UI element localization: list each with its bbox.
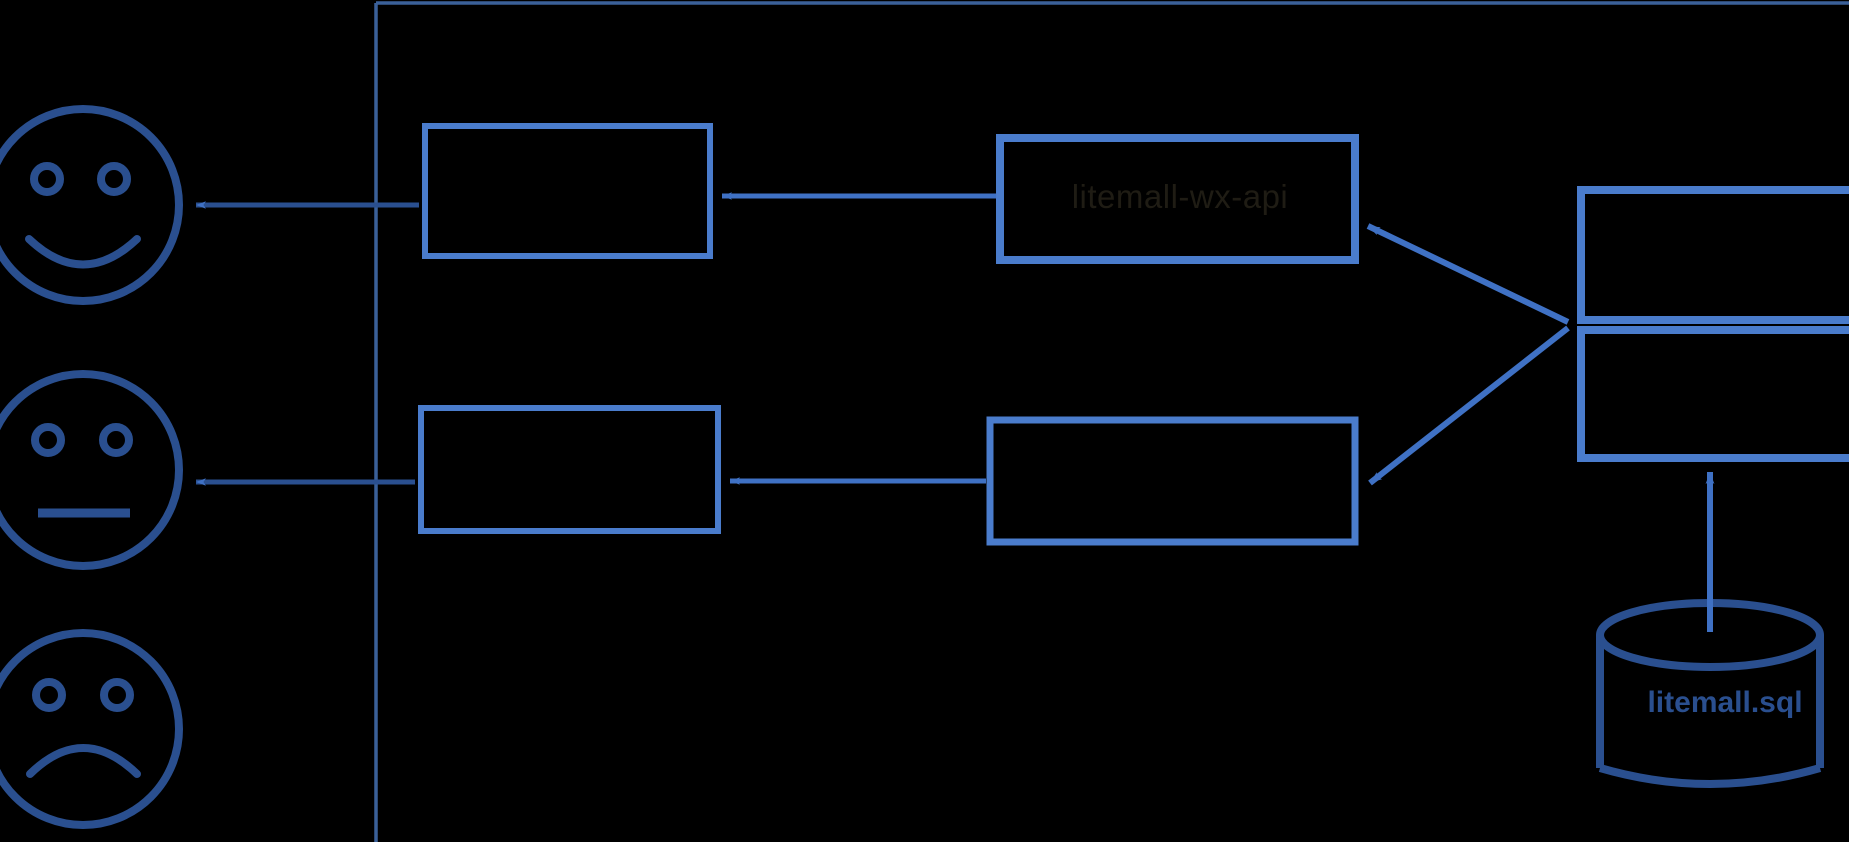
arrow-right-stack-to-top-middle — [1366, 223, 1570, 325]
actor-happy-icon — [0, 105, 183, 305]
box-bottom-left[interactable] — [418, 405, 721, 534]
box-right-upper[interactable] — [1577, 186, 1849, 324]
box-right-lower[interactable] — [1577, 326, 1849, 462]
actor-sad-icon — [0, 629, 183, 829]
box-top-left[interactable] — [422, 123, 713, 259]
box-top-middle[interactable] — [996, 134, 1359, 264]
database-cylinder-icon[interactable] — [1596, 599, 1824, 788]
actor-neutral-icon — [0, 370, 183, 570]
system-boundary — [374, 1, 1849, 842]
arrow-right-stack-to-bottom-middle — [1368, 325, 1570, 486]
box-bottom-middle[interactable] — [986, 416, 1359, 546]
